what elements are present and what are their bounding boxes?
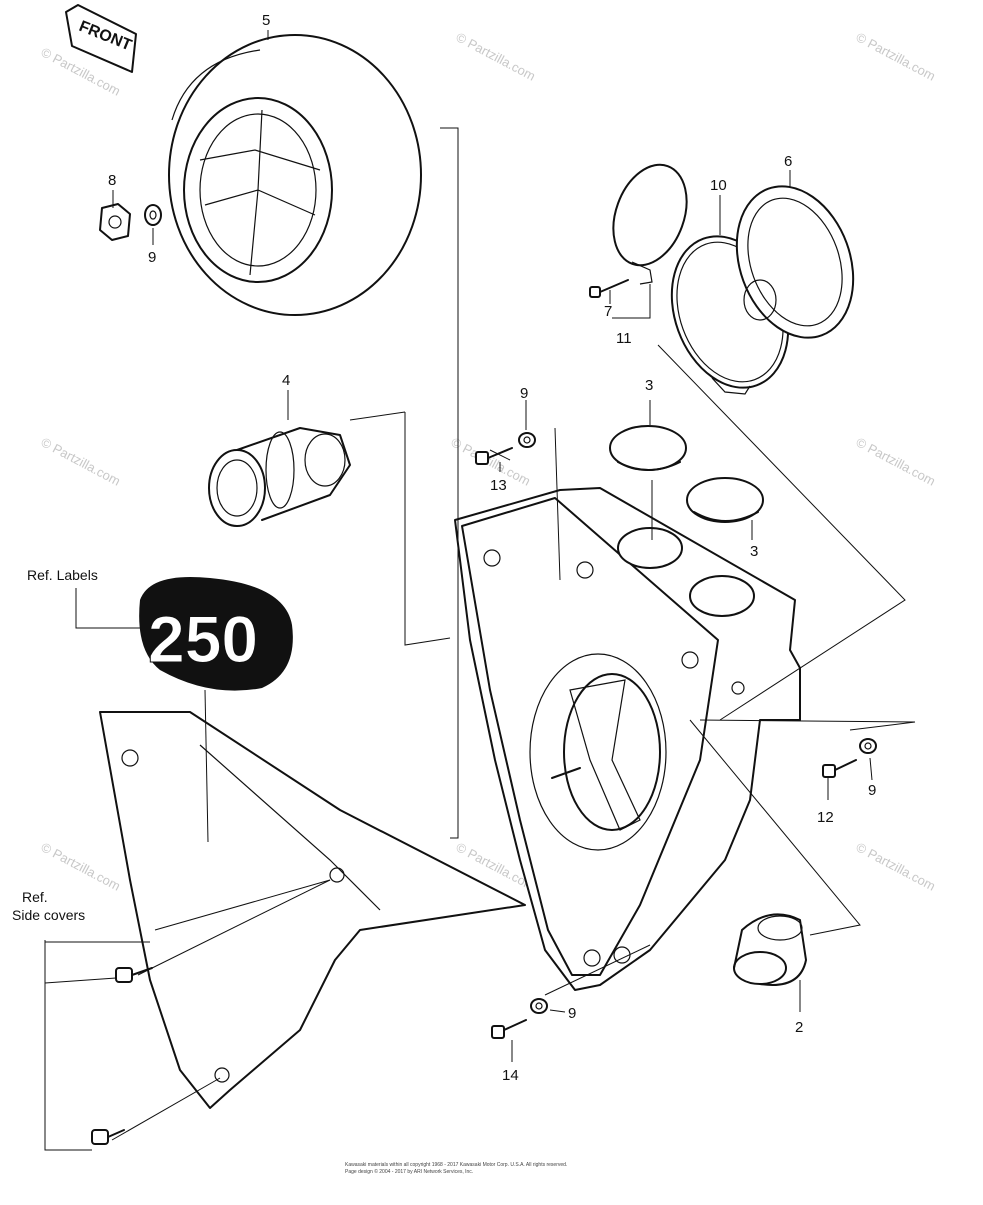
callout-7: 7 [604,303,612,320]
plug-cap-lower [686,477,764,523]
watermark-low-right: © Partzilla.com [854,839,938,893]
copyright-line-2: Page design © 2004 - 2017 by ARI Network… [345,1168,473,1175]
outlet-duct [733,913,807,986]
callout-9-upper-center: 9 [520,385,528,402]
side-cover-bolt-lower [91,1129,125,1145]
callout-11: 11 [616,330,632,347]
washer-bottom [530,998,548,1014]
screw-12 [822,759,857,778]
watermark-mid-right: © Partzilla.com [854,434,938,488]
washer-upper-center [518,432,536,448]
callout-9-top-left: 9 [148,249,156,266]
hose-clamp-small [612,163,688,285]
washer-top-left [144,204,162,226]
callout-numbers: 5 8 9 10 6 7 11 4 9 3 13 3 9 12 2 9 14 [108,12,876,1084]
callout-13: 13 [490,477,507,494]
leader-lines [44,30,916,1151]
reference-labels: Ref. Labels Ref. Side covers [12,567,98,923]
wing-nut [99,203,131,241]
air-cleaner-case [454,487,801,991]
callout-9-bottom: 9 [568,1005,576,1022]
watermark-mid-left: © Partzilla.com [39,434,123,488]
screw-13 [475,447,513,465]
callout-2: 2 [795,1019,803,1036]
decal-number: 250 [148,602,258,676]
screw-14 [491,1019,527,1039]
ref-side-covers-line2: Side covers [12,907,85,923]
callout-6: 6 [784,153,792,170]
screw-7 [589,279,629,298]
washer-right [859,738,877,754]
callout-4: 4 [282,372,290,389]
watermark-top-right: © Partzilla.com [854,29,938,83]
callout-12: 12 [817,809,834,826]
callout-10: 10 [710,177,727,194]
callout-9-right: 9 [868,782,876,799]
air-filter-element [168,34,422,316]
callout-3-lower: 3 [750,543,758,560]
intake-duct [208,427,351,527]
ref-labels-text: Ref. Labels [27,567,98,583]
ref-side-covers-line1: Ref. [22,889,48,905]
callout-5: 5 [262,12,270,29]
callout-14: 14 [502,1067,519,1084]
plug-cap-upper [609,425,687,471]
callout-3-upper: 3 [645,377,653,394]
end-cap [735,185,855,339]
number-label-decal: 250 [139,576,293,691]
copyright-line-1: Kawasaki materials within all copyright … [345,1162,567,1168]
watermark-low-left: © Partzilla.com [39,839,123,893]
side-cover [99,711,526,1109]
callout-8: 8 [108,172,116,189]
side-cover-bolt-upper [115,967,153,983]
watermark-top-mid: © Partzilla.com [454,29,538,83]
copyright-notice: Kawasaki materials within all copyright … [345,1162,567,1175]
